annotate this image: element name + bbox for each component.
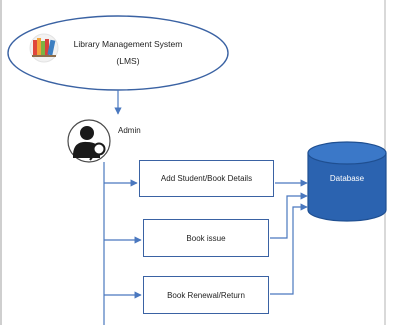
process-book-issue: Book issue <box>143 219 269 257</box>
database-label: Database <box>329 174 365 183</box>
process-label: Add Student/Book Details <box>160 174 253 183</box>
admin-label: Admin <box>118 126 141 135</box>
system-title-line1: Library Management System <box>73 39 183 49</box>
process-label: Book Renewal/Return <box>167 290 245 300</box>
database-cylinder <box>307 141 387 222</box>
admin-person-icon <box>67 119 111 163</box>
system-title-line2: (LMS) <box>116 56 140 66</box>
left-border <box>0 0 2 325</box>
process-add-student-book-details: Add Student/Book Details <box>139 160 274 197</box>
arrow-renewal-to-database <box>270 203 308 295</box>
system-title: Library Management System (LMS) <box>58 36 198 70</box>
process-label: Book issue <box>186 233 226 243</box>
arrow-book-issue-to-database <box>270 192 308 239</box>
library-books-icon <box>29 33 59 63</box>
process-book-renewal-return: Book Renewal/Return <box>143 276 269 314</box>
